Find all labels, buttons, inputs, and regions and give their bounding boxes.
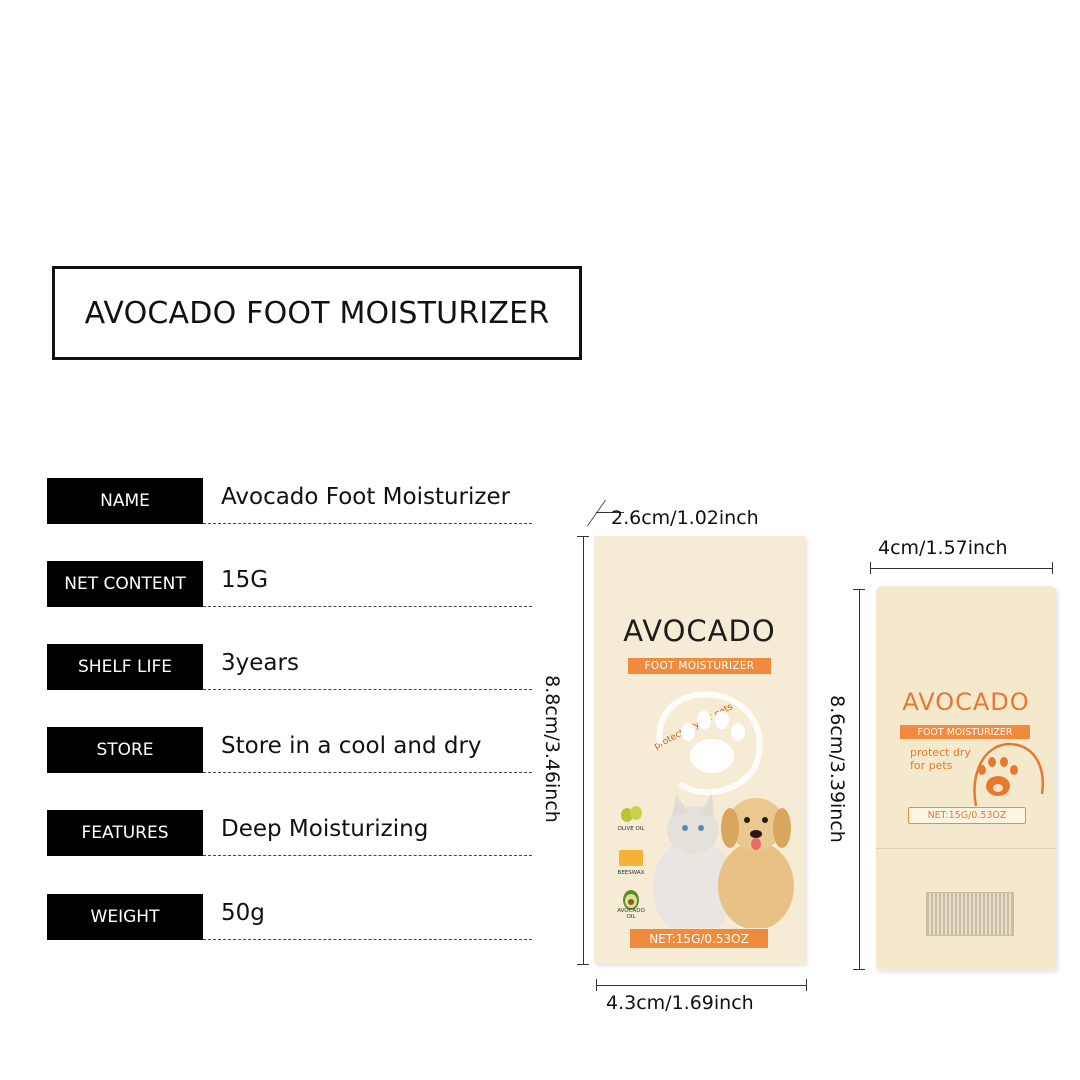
box-brand: AVOCADO xyxy=(623,614,776,648)
stick-net-weight: NET:15G/0.53OZ xyxy=(908,807,1026,824)
box-width-label: 4.3cm/1.69inch xyxy=(606,992,754,1014)
spec-row-weight: WEIGHT 50g xyxy=(47,894,532,940)
product-title: AVOCADO FOOT MOISTURIZER xyxy=(84,295,550,331)
spec-divider xyxy=(203,689,532,690)
beeswax-icon xyxy=(619,850,643,866)
box-width-tick-left xyxy=(596,979,597,991)
spec-row-store: STORE Store in a cool and dry xyxy=(47,727,532,773)
spec-row-shelf-life: SHELF LIFE 3years xyxy=(47,644,532,690)
stick-width-tick-left xyxy=(870,562,871,574)
box-depth-line-h xyxy=(596,512,624,513)
spec-divider xyxy=(203,772,532,773)
stick-tagline: protect dry for pets xyxy=(910,746,971,772)
stick-height-label: 8.6cm/3.39inch xyxy=(826,695,848,843)
spec-value: Avocado Foot Moisturizer xyxy=(221,484,511,510)
box-height-tick-top xyxy=(577,536,589,537)
box-width-line xyxy=(596,985,806,986)
stick-twist-dial xyxy=(926,892,1014,936)
stick-width-label: 4cm/1.57inch xyxy=(878,537,1008,559)
box-height-line xyxy=(583,536,584,964)
spec-value: 50g xyxy=(221,900,265,926)
stick-width-tick-right xyxy=(1052,562,1053,574)
spec-label: NAME xyxy=(47,478,203,524)
box-width-tick-right xyxy=(806,979,807,991)
stick-cap-seam xyxy=(876,848,1056,849)
box-height-tick-bottom xyxy=(577,964,589,965)
stick-height-line xyxy=(859,589,860,969)
stick-subtitle: FOOT MOISTURIZER xyxy=(900,725,1030,739)
spec-divider xyxy=(203,939,532,940)
spec-row-net-content: NET CONTENT 15G xyxy=(47,561,532,607)
box-depth-label: 2.6cm/1.02inch xyxy=(611,507,759,529)
stick-height-tick-top xyxy=(853,589,865,590)
spec-value: 3years xyxy=(221,650,299,676)
box-height-label: 8.8cm/3.46inch xyxy=(541,675,563,823)
spec-divider xyxy=(203,523,532,524)
box-subtitle: FOOT MOISTURIZER xyxy=(628,658,771,674)
spec-label: WEIGHT xyxy=(47,894,203,940)
ingredient-olive-oil: OLIVE OIL xyxy=(617,826,645,832)
spec-label: STORE xyxy=(47,727,203,773)
spec-label: NET CONTENT xyxy=(47,561,203,607)
product-stick-image: AVOCADO FOOT MOISTURIZER protect dry for… xyxy=(876,586,1056,970)
spec-value: Deep Moisturizing xyxy=(221,816,429,842)
spec-row-name: NAME Avocado Foot Moisturizer xyxy=(47,478,532,524)
paw-print-icon xyxy=(656,691,763,796)
product-title-box: AVOCADO FOOT MOISTURIZER xyxy=(52,266,582,360)
spec-label: SHELF LIFE xyxy=(47,644,203,690)
product-box-image: AVOCADO FOOT MOISTURIZER protect dry for… xyxy=(594,536,805,964)
box-net-weight: NET:15G/0.53OZ xyxy=(630,929,768,948)
spec-divider xyxy=(203,855,532,856)
spec-row-features: FEATURES Deep Moisturizing xyxy=(47,810,532,856)
ingredient-avocado-oil: AVOCADO OIL xyxy=(617,908,645,920)
box-depth-line xyxy=(586,500,607,526)
stick-brand: AVOCADO xyxy=(902,688,1030,716)
spec-divider xyxy=(203,606,532,607)
avocado-icon xyxy=(623,890,639,910)
spec-value: 15G xyxy=(221,567,269,593)
stick-paw-icon xyxy=(973,742,1044,807)
stick-height-tick-bottom xyxy=(853,969,865,970)
stick-width-line xyxy=(870,568,1052,569)
olive-icon xyxy=(621,806,642,822)
spec-label: FEATURES xyxy=(47,810,203,856)
cat-and-dog-icon xyxy=(653,794,794,928)
ingredient-beeswax: BEESWAX xyxy=(617,870,645,876)
spec-value: Store in a cool and dry xyxy=(221,733,482,759)
